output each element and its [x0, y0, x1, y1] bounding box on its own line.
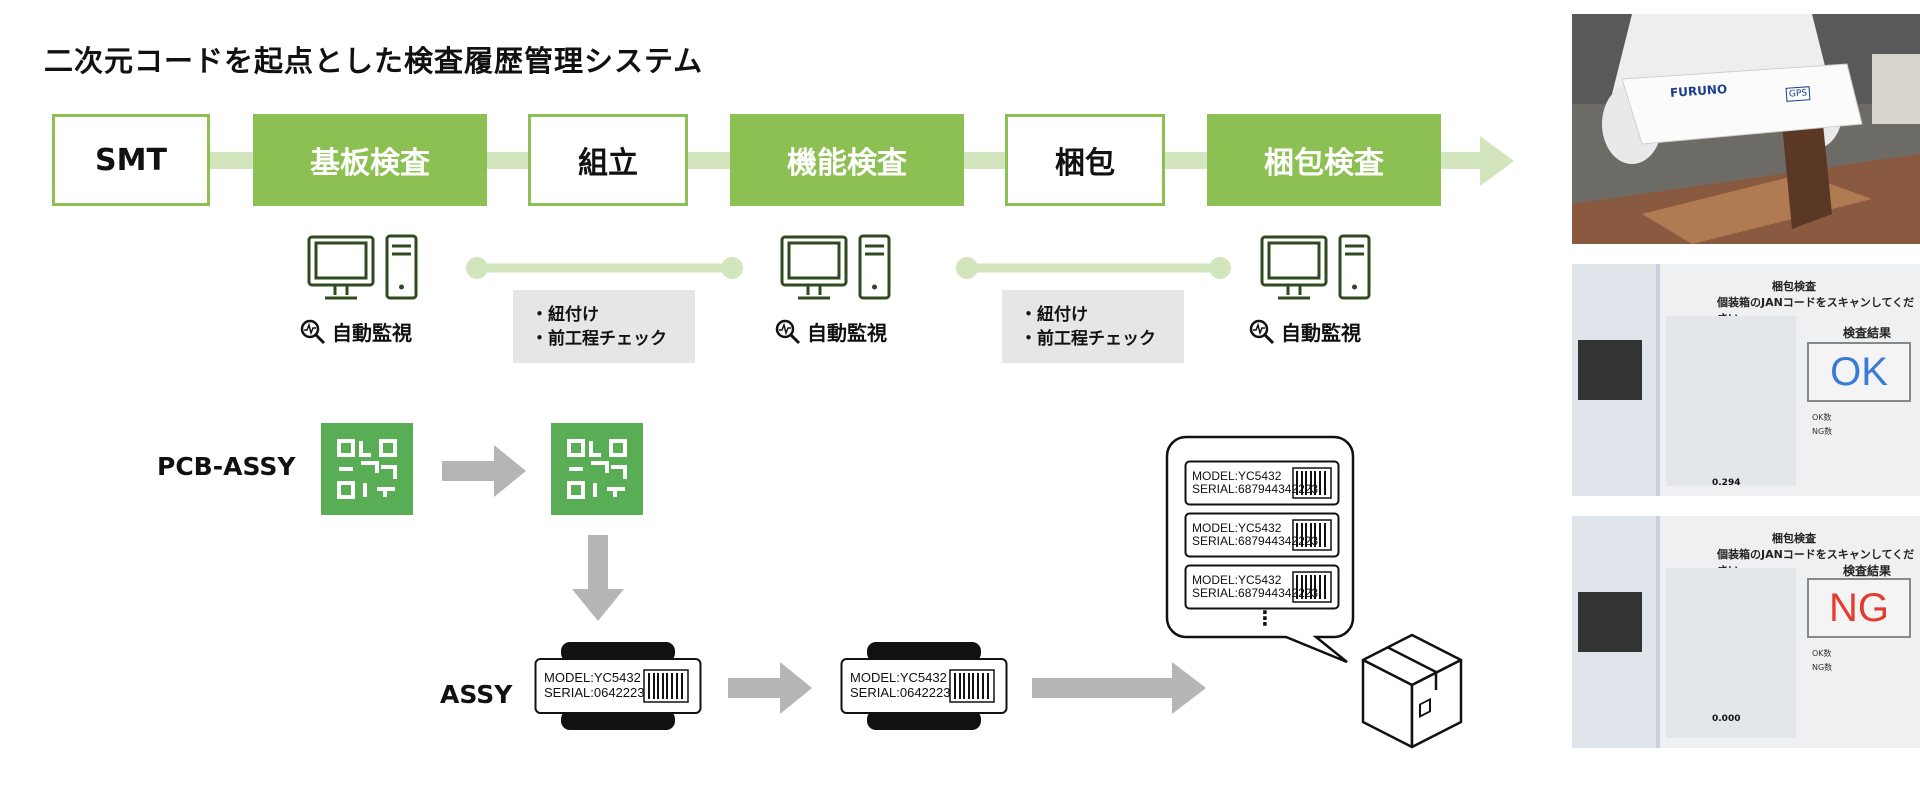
assy-label: ASSY — [440, 680, 513, 709]
ng-count-label: NG数 — [1812, 663, 1833, 672]
arrow-right — [728, 662, 812, 714]
result-header: 検査結果 — [1843, 564, 1892, 578]
product-tag-text: MODEL:YC5432 SERIAL:687944342223 — [1192, 469, 1319, 496]
ok-count-label: OK数 — [1812, 413, 1832, 422]
arrow-right-long — [1032, 662, 1206, 714]
inspection-screen-ng: 梱包検査 個装箱のJANコードをスキャンしてください 検査結果 NG OK数 N… — [1572, 516, 1920, 748]
product-label-tag — [1184, 460, 1340, 506]
device-label-tag — [534, 642, 702, 730]
auto-monitor-label: 自動監視 — [300, 317, 412, 346]
link-note: ・紐付け ・前工程チェック — [513, 290, 695, 363]
pcb-assy-label: PCB-ASSY — [157, 452, 296, 481]
ng-count-label: NG数 — [1812, 427, 1833, 436]
auto-monitor-label: 自動監視 — [1249, 317, 1361, 346]
result-indicator: NG — [1807, 578, 1911, 638]
more-ellipsis: ⋮ — [1255, 606, 1275, 630]
process-flow-arrowhead — [1480, 136, 1514, 186]
process-board-inspection: 基板検査 — [253, 114, 487, 206]
page-title: 二次元コードを起点とした検査履歴管理システム — [44, 44, 704, 78]
device-label-tag — [840, 642, 1008, 730]
process-smt: SMT — [52, 114, 210, 206]
qr-code-icon — [551, 423, 643, 515]
ok-count-label: OK数 — [1812, 649, 1832, 658]
computer-icon — [780, 234, 891, 300]
link-note: ・紐付け ・前工程チェック — [1002, 290, 1184, 363]
computer-icon — [1260, 234, 1371, 300]
product-tag-text: MODEL:YC5432 SERIAL:687944342223 — [1192, 521, 1319, 548]
reading-value: 0.294 — [1712, 478, 1741, 488]
magnifier-graph-icon — [775, 319, 801, 344]
packing-photo: FURUNO GPS — [1572, 14, 1920, 244]
product-label-tag — [1184, 564, 1340, 610]
process-function-inspection: 機能検査 — [730, 114, 964, 206]
magnifier-graph-icon — [1249, 319, 1275, 344]
inspection-screen-ok: 梱包検査 個装箱のJANコードをスキャンしてください 検査結果 OK OK数 N… — [1572, 264, 1920, 496]
process-assembly: 組立 — [528, 114, 688, 206]
process-packing-inspection: 梱包検査 — [1207, 114, 1441, 206]
product-label-tag — [1184, 512, 1340, 558]
screen-window-title: 梱包検査 — [1772, 280, 1816, 293]
box-icon — [1361, 633, 1463, 749]
reading-value: 0.000 — [1712, 714, 1741, 724]
result-indicator: OK — [1807, 342, 1911, 402]
device-tag-text: MODEL:YC5432 SERIAL:0642223 — [544, 670, 645, 700]
device-tag-text: MODEL:YC5432 SERIAL:0642223 — [850, 670, 951, 700]
arrow-down — [572, 535, 624, 621]
link-connector — [956, 257, 1231, 279]
auto-monitor-label: 自動監視 — [775, 317, 887, 346]
product-tag-text: MODEL:YC5432 SERIAL:687944342223 — [1192, 573, 1319, 600]
qr-code-icon — [321, 423, 413, 515]
arrow-right — [442, 445, 526, 497]
link-connector — [466, 257, 743, 279]
computer-icon — [307, 234, 418, 300]
process-packing: 梱包 — [1005, 114, 1165, 206]
box-badge-text: GPS — [1785, 86, 1811, 102]
screen-window-title: 梱包検査 — [1772, 532, 1816, 545]
result-header: 検査結果 — [1843, 326, 1892, 340]
magnifier-graph-icon — [300, 319, 326, 344]
